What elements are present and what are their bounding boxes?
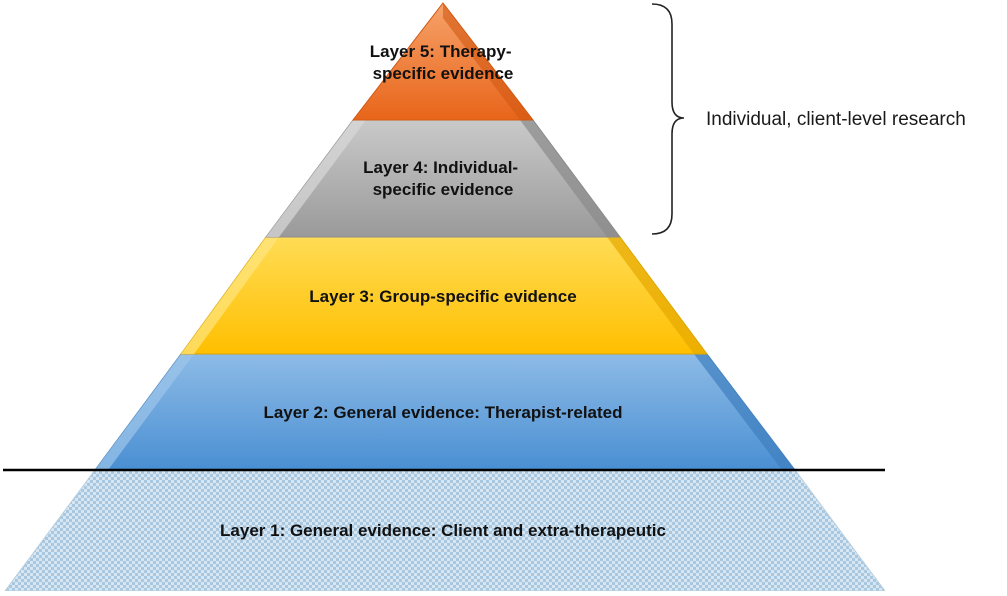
layer-2-label: Layer 2: General evidence: Therapist-rel… (263, 403, 622, 422)
curly-brace (651, 3, 685, 235)
layer-1-label: Layer 1: General evidence: Client and ex… (220, 521, 666, 540)
layer-4-label-line-2: specific evidence (373, 180, 514, 199)
layer-3-label: Layer 3: Group-specific evidence (309, 287, 576, 306)
layer-2-right-facet (694, 354, 795, 470)
layer-2-left-facet (95, 354, 194, 470)
layer-4-right-facet (520, 120, 620, 237)
brace-label: Individual, client-level research (706, 109, 966, 130)
layer-5-right-facet (443, 3, 533, 120)
layer-3-right-facet (607, 237, 707, 354)
layer-4-label-line-1: Layer 4: Individual- (363, 158, 518, 177)
layer-5-label-line-1: Layer 5: Therapy- (370, 42, 512, 61)
layer-5-label-line-2: specific evidence (373, 64, 514, 83)
layer-5-label: Layer 5: Therapy- specific evidence (370, 42, 516, 83)
layer-4-label: Layer 4: Individual- specific evidence (363, 158, 523, 199)
layer-3-left-facet (181, 237, 279, 354)
layer-5-band (351, 2, 535, 121)
layer-4-left-facet (266, 120, 366, 237)
